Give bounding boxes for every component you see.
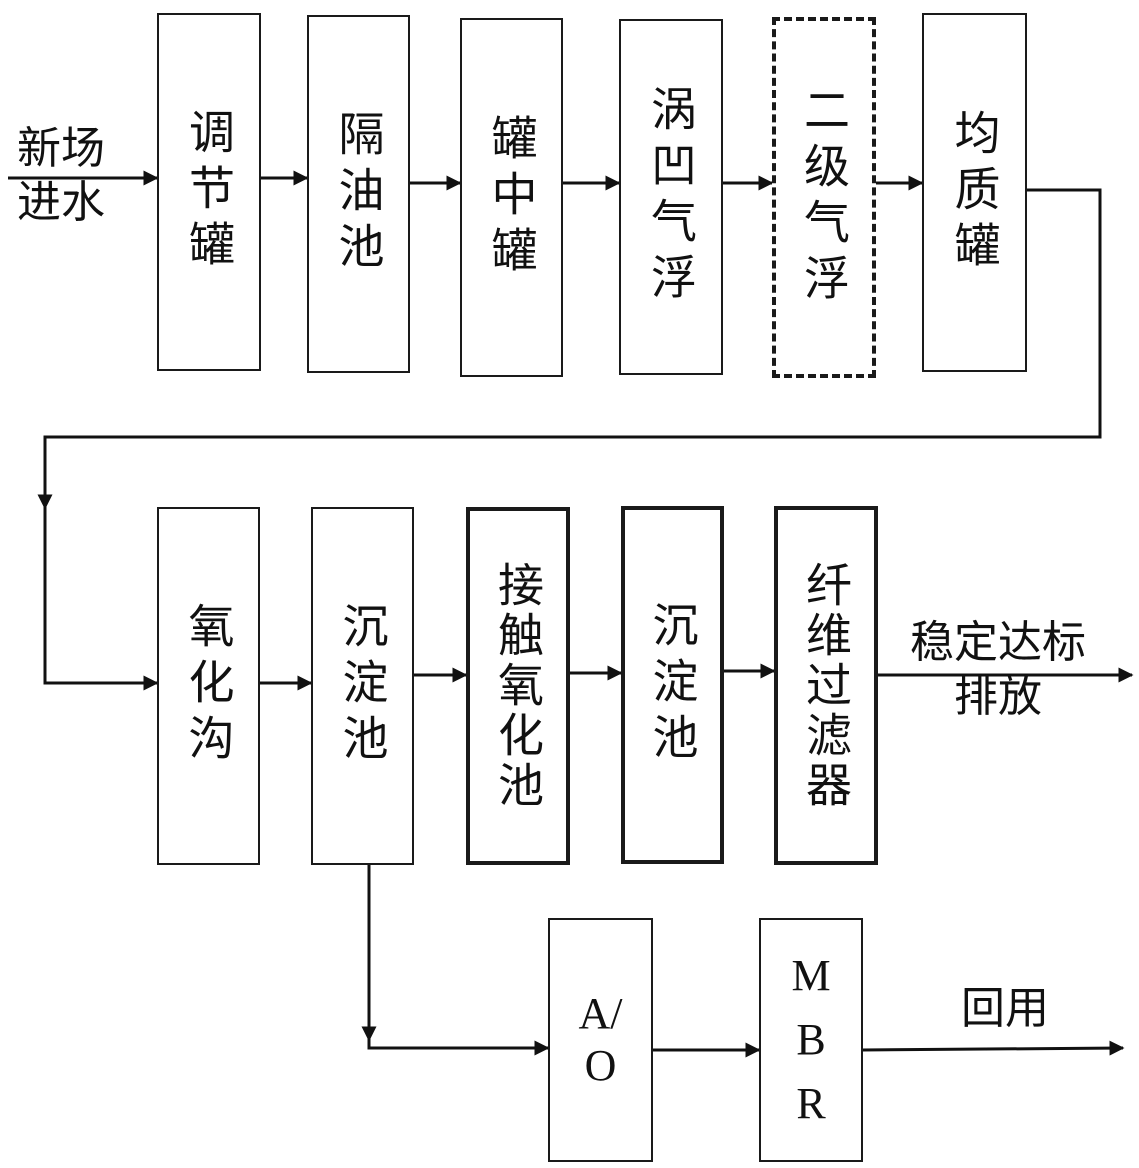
box-label: 沉淀池 (335, 602, 390, 770)
box-woaoqifu: 涡凹气浮 (619, 19, 723, 375)
connector-branch (367, 865, 550, 1056)
box-label: 涡凹气浮 (644, 85, 698, 309)
box-mbr: M B R (759, 918, 863, 1162)
box-ao: A/ O (548, 918, 653, 1162)
discharge-label-line2: 排放 (954, 671, 1042, 722)
input-label-line2: 进水 (17, 177, 105, 228)
box-label: A/ O (578, 989, 623, 1090)
reuse-label: 回用 (961, 983, 1049, 1034)
box-geyouchi: 隔油池 (307, 15, 410, 373)
box-label: 二级气浮 (797, 85, 851, 310)
arrow-reuse (861, 1040, 1125, 1056)
box-xianweiguolvqi: 纤维过滤器 (774, 506, 878, 865)
input-label-line1: 新场 (17, 123, 105, 174)
box-guanzhongguan: 罐中罐 (460, 18, 563, 377)
box-label: 纤维过滤器 (799, 560, 853, 811)
box-label: 沉淀池 (645, 601, 700, 769)
input-label: 新场 进水 (6, 122, 116, 230)
box-erjiqifu: 二级气浮 (772, 17, 876, 378)
box-label: 氧化沟 (181, 602, 236, 770)
connector-row1-row2 (43, 188, 1102, 691)
box-chendianchi-1: 沉淀池 (311, 507, 414, 865)
box-label: M B R (791, 951, 831, 1128)
box-label: 接触氧化池 (491, 561, 545, 811)
box-junzhiguan: 均质罐 (922, 13, 1027, 372)
box-yanghuagou: 氧化沟 (157, 507, 260, 865)
box-chendianchi-2: 沉淀池 (621, 506, 724, 864)
box-tiaojieguan: 调节罐 (157, 13, 261, 371)
box-label: 均质罐 (947, 108, 1002, 277)
box-label: 罐中罐 (484, 113, 539, 282)
discharge-label: 稳定达标 排放 (892, 616, 1104, 724)
box-label: 调节罐 (182, 108, 236, 276)
box-jiechuyanghuachi: 接触氧化池 (466, 507, 570, 865)
box-label: 隔油池 (331, 110, 386, 278)
discharge-label-line1: 稳定达标 (910, 617, 1086, 668)
